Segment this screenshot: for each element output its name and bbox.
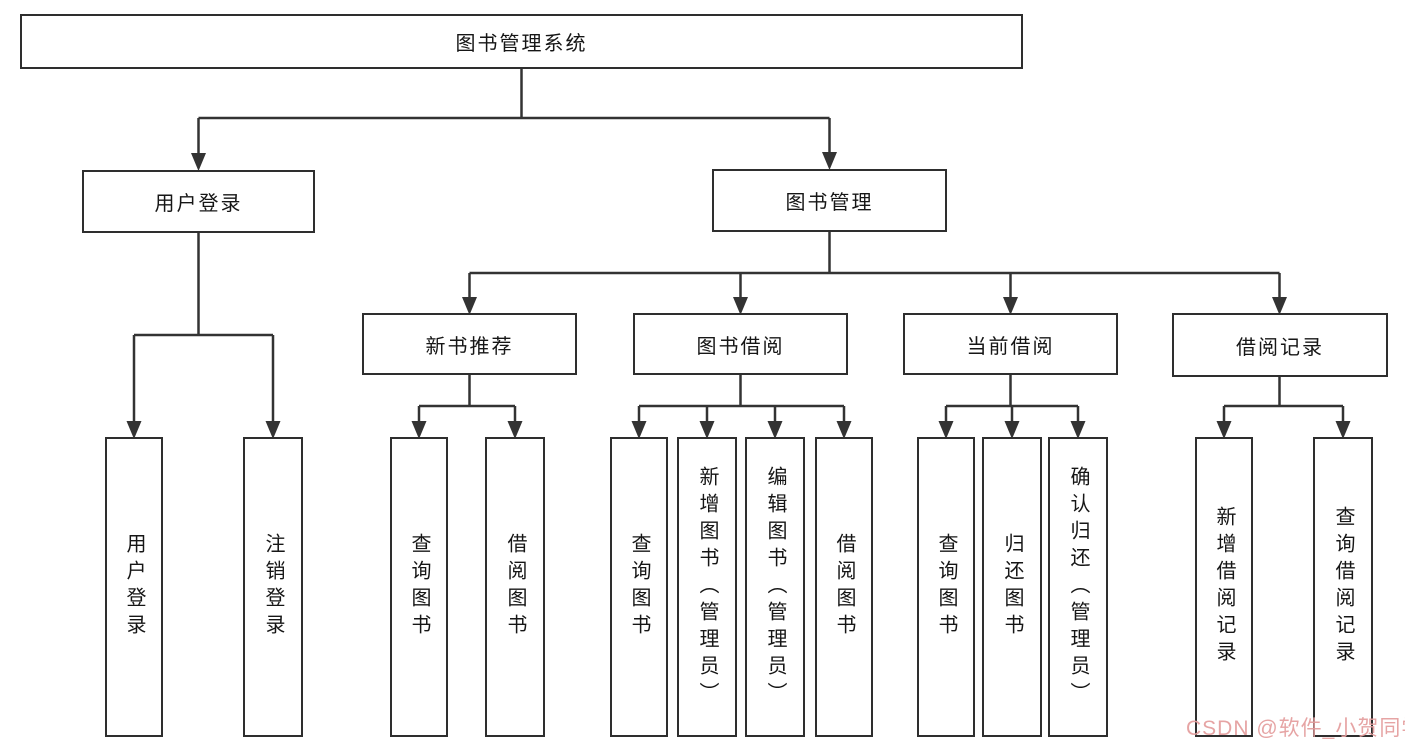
node-leaf-add-borrow-record: 新增借阅记录 [1195,437,1253,737]
node-label: 注销登录 [262,533,284,641]
node-leaf-add-books-admin: 新增图书（管理员） [677,437,737,737]
node-label: 图书借阅 [696,335,785,358]
node-label: 借阅图书 [504,533,526,641]
node-label: 查询图书 [935,533,957,641]
node-branch-user-login: 用户登录 [82,170,315,233]
node-root-system: 图书管理系统 [20,14,1023,69]
node-label: 查询借阅记录 [1332,506,1354,668]
node-label: 查询图书 [408,533,430,641]
node-leaf-confirm-return-admin: 确认归还（管理员） [1048,437,1108,737]
node-label: 当前借阅 [966,335,1055,358]
node-leaf-borrow-books-recommend: 借阅图书 [485,437,545,737]
node-label: 查询图书 [628,533,650,641]
node-leaf-borrow-books: 借阅图书 [815,437,873,737]
node-leaf-query-books-recommend: 查询图书 [390,437,448,737]
node-branch-book-management: 图书管理 [712,169,947,232]
node-module-current-borrow: 当前借阅 [903,313,1118,375]
node-leaf-edit-books-admin: 编辑图书（管理员） [745,437,805,737]
node-leaf-query-borrow-record: 查询借阅记录 [1313,437,1373,737]
node-label: 归还图书 [1001,533,1023,641]
node-label: 新增借阅记录 [1213,506,1235,668]
node-label: 用户登录 [154,193,243,215]
node-label: 新增图书（管理员） [696,465,718,709]
node-label: 新书推荐 [425,335,514,358]
node-leaf-logout: 注销登录 [243,437,303,737]
node-leaf-query-books-borrow: 查询图书 [610,437,668,737]
node-module-book-borrow: 图书借阅 [633,313,848,375]
node-label: 用户登录 [123,533,145,641]
node-label: 图书管理系统 [455,33,588,55]
node-leaf-query-books-current: 查询图书 [917,437,975,737]
node-module-borrow-records: 借阅记录 [1172,313,1388,377]
node-label: 编辑图书（管理员） [764,465,786,709]
node-module-new-book-recommend: 新书推荐 [362,313,577,375]
node-label: 借阅记录 [1236,336,1324,359]
node-label: 借阅图书 [833,533,855,641]
node-label: 确认归还（管理员） [1067,465,1089,709]
node-leaf-user-login: 用户登录 [105,437,163,737]
node-label: 图书管理 [785,192,874,214]
node-leaf-return-books: 归还图书 [982,437,1042,737]
